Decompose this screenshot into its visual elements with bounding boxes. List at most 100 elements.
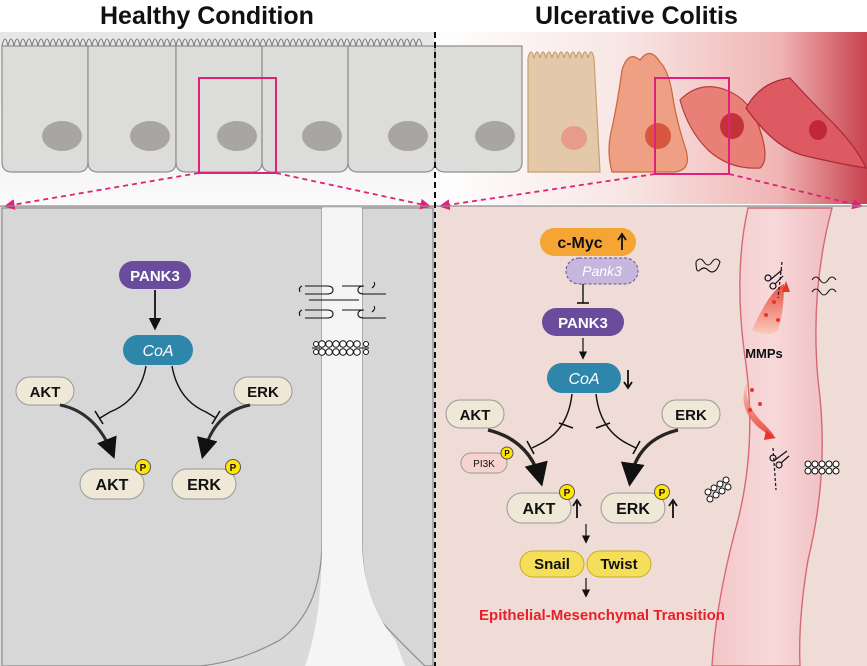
inhibition-bar — [94, 410, 104, 425]
healthy-perk-label: ERK — [187, 477, 221, 494]
uc-akt-label: AKT — [460, 407, 491, 424]
uc-akt-node — [445, 399, 505, 429]
uc-snail-node — [519, 550, 585, 578]
healthy-cell-3 — [175, 45, 263, 173]
uc-cell-1 — [527, 51, 601, 173]
uc-pank3-node — [542, 308, 624, 336]
healthy-pathway: PANK3 CoA AKT ERK AKT P ERK P — [15, 261, 293, 500]
uc-pathway: c-Myc Pank3 PANK3 CoA AKT ERK — [445, 228, 725, 624]
mmps-group: MMPs — [743, 281, 790, 440]
uc-twist-label: Twist — [600, 556, 637, 573]
healthy-cell-5 — [347, 45, 436, 173]
phospho-label: P — [140, 463, 147, 474]
uc-pi3k-label: PI3K — [473, 459, 495, 470]
nucleus — [388, 121, 428, 151]
uc-zoom-box — [654, 77, 730, 175]
healthy-erk-phosphorylation-arrow — [196, 403, 251, 460]
adherens-junction-icon — [312, 340, 369, 356]
uc-emt-label: Epithelial-Mesenchymal Transition — [479, 607, 725, 624]
uc-pi3k-node — [460, 452, 508, 474]
uc-erk-node — [661, 399, 721, 429]
phospho-label: P — [230, 463, 237, 474]
uc-pakt-node — [506, 492, 572, 524]
phospho-icon — [135, 459, 151, 475]
nucleus — [475, 121, 515, 151]
phospho-label: P — [564, 488, 571, 499]
down-arrow-icon — [623, 370, 633, 390]
mmp-arrow-up — [752, 284, 784, 334]
paracellular-space — [305, 208, 405, 666]
healthy-cell-6 — [434, 45, 523, 173]
inhibition-bar — [211, 410, 221, 425]
up-arrow-icon — [668, 498, 678, 518]
healthy-coa-node — [123, 335, 193, 365]
uc-twist-node — [586, 550, 652, 578]
uc-erk-label: ERK — [675, 407, 707, 424]
arrowhead — [782, 281, 790, 292]
uc-cmyc-label: c-Myc — [557, 235, 602, 252]
scissors-icon — [764, 261, 784, 299]
uc-akt-phosphorylation-arrow — [487, 428, 548, 487]
healthy-akt-label: AKT — [30, 384, 61, 401]
healthy-zoom-box — [198, 77, 277, 174]
healthy-cell-2 — [87, 45, 177, 173]
uc-title: Ulcerative Colitis — [535, 2, 738, 30]
nucleus — [217, 121, 257, 151]
healthy-cell-4 — [261, 45, 349, 173]
scissors-icon — [769, 447, 790, 491]
uc-cell-4 — [745, 77, 867, 169]
healthy-pakt-node — [79, 468, 145, 500]
up-arrow-icon — [617, 232, 627, 250]
uc-coa-inhibits-akt-blocked — [531, 393, 573, 449]
phospho-label: P — [659, 488, 666, 499]
phospho-icon — [654, 484, 670, 500]
nucleus — [42, 121, 82, 151]
nucleus — [561, 126, 587, 150]
healthy-pank3-label: PANK3 — [130, 268, 180, 285]
uc-coa-inhibits-erk-blocked — [595, 393, 637, 449]
junction-fragment-icon — [695, 258, 837, 296]
uc-pank3-gene-node — [565, 257, 639, 285]
nucleus — [130, 121, 170, 151]
phospho-icon — [225, 459, 241, 475]
uc-cmyc-node — [540, 228, 636, 256]
healthy-nuclei — [42, 121, 515, 151]
uc-perk-node — [600, 492, 666, 524]
arrowhead — [764, 430, 776, 440]
healthy-coa-inhibits-erk — [171, 365, 217, 419]
phospho-icon — [559, 484, 575, 500]
healthy-pank3-node — [119, 261, 191, 289]
healthy-cell-1 — [1, 45, 89, 173]
nucleus — [809, 120, 827, 140]
healthy-pakt-label: AKT — [96, 477, 129, 494]
healthy-erk-label: ERK — [247, 384, 279, 401]
uc-cells — [527, 51, 867, 173]
uc-erk-phosphorylation-arrow — [620, 428, 679, 487]
block-mark — [595, 422, 611, 429]
phospho-label: P — [504, 449, 510, 458]
inhibition-bar — [526, 440, 535, 455]
phospho-icon — [500, 446, 514, 460]
healthy-zoom-cell-left — [1, 207, 323, 666]
uc-snail-label: Snail — [534, 556, 570, 573]
healthy-coa-label: CoA — [142, 343, 173, 360]
healthy-perk-node — [171, 468, 237, 500]
inhibition-bar — [632, 440, 641, 455]
healthy-akt-node — [15, 376, 75, 406]
up-arrow-icon — [572, 498, 582, 518]
healthy-akt-phosphorylation-arrow — [59, 403, 117, 459]
adherens-fragment-icon — [704, 460, 840, 503]
nucleus — [720, 113, 744, 139]
mmps-label: MMPs — [745, 346, 783, 361]
uc-pakt-label: AKT — [523, 501, 556, 518]
mmp-arrow-down — [743, 380, 774, 436]
tight-junction-icon — [298, 281, 386, 319]
uc-perk-label: ERK — [616, 501, 650, 518]
uc-pank3-label: PANK3 — [558, 315, 608, 332]
block-mark — [558, 422, 574, 429]
healthy-cells — [1, 45, 523, 173]
healthy-zoom-cell-right — [361, 207, 434, 666]
uc-pank3-gene-label: Pank3 — [582, 263, 622, 279]
